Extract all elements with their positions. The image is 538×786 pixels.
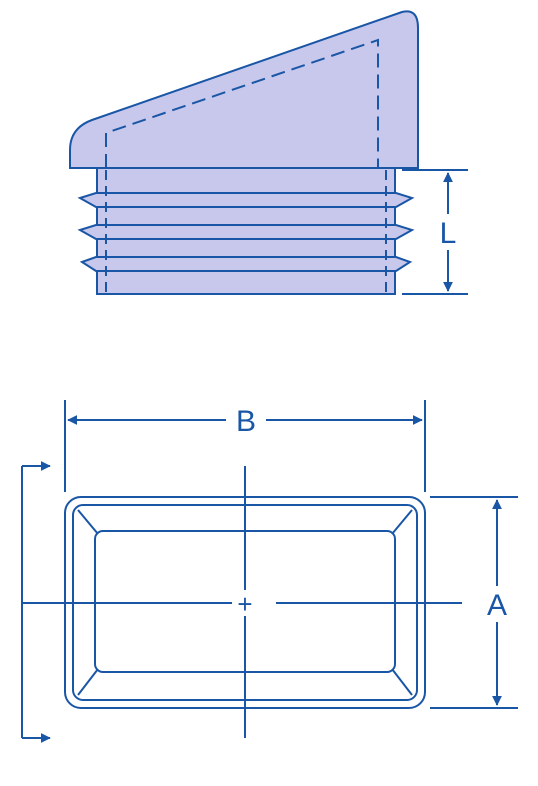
dimension-label-l: L [440, 217, 457, 250]
fin-2 [77, 224, 415, 240]
fin-1 [77, 192, 415, 208]
section-indicator [21, 461, 51, 743]
slanted-cap [69, 10, 419, 169]
cap-hidden-outline [105, 38, 379, 168]
end-view: + B A [21, 400, 518, 743]
side-view: L [69, 10, 468, 295]
dimension-a: A [430, 496, 518, 709]
corner-lines [77, 509, 413, 696]
dimension-b: B [64, 400, 426, 492]
dimension-l: L [402, 169, 468, 295]
dimension-label-b: B [236, 405, 256, 438]
fins [77, 192, 415, 272]
center-mark: + [237, 589, 252, 619]
shank-hidden-lines [105, 170, 387, 292]
fin-3 [79, 256, 413, 272]
centerlines [22, 466, 462, 738]
dimension-label-a: A [487, 589, 507, 622]
